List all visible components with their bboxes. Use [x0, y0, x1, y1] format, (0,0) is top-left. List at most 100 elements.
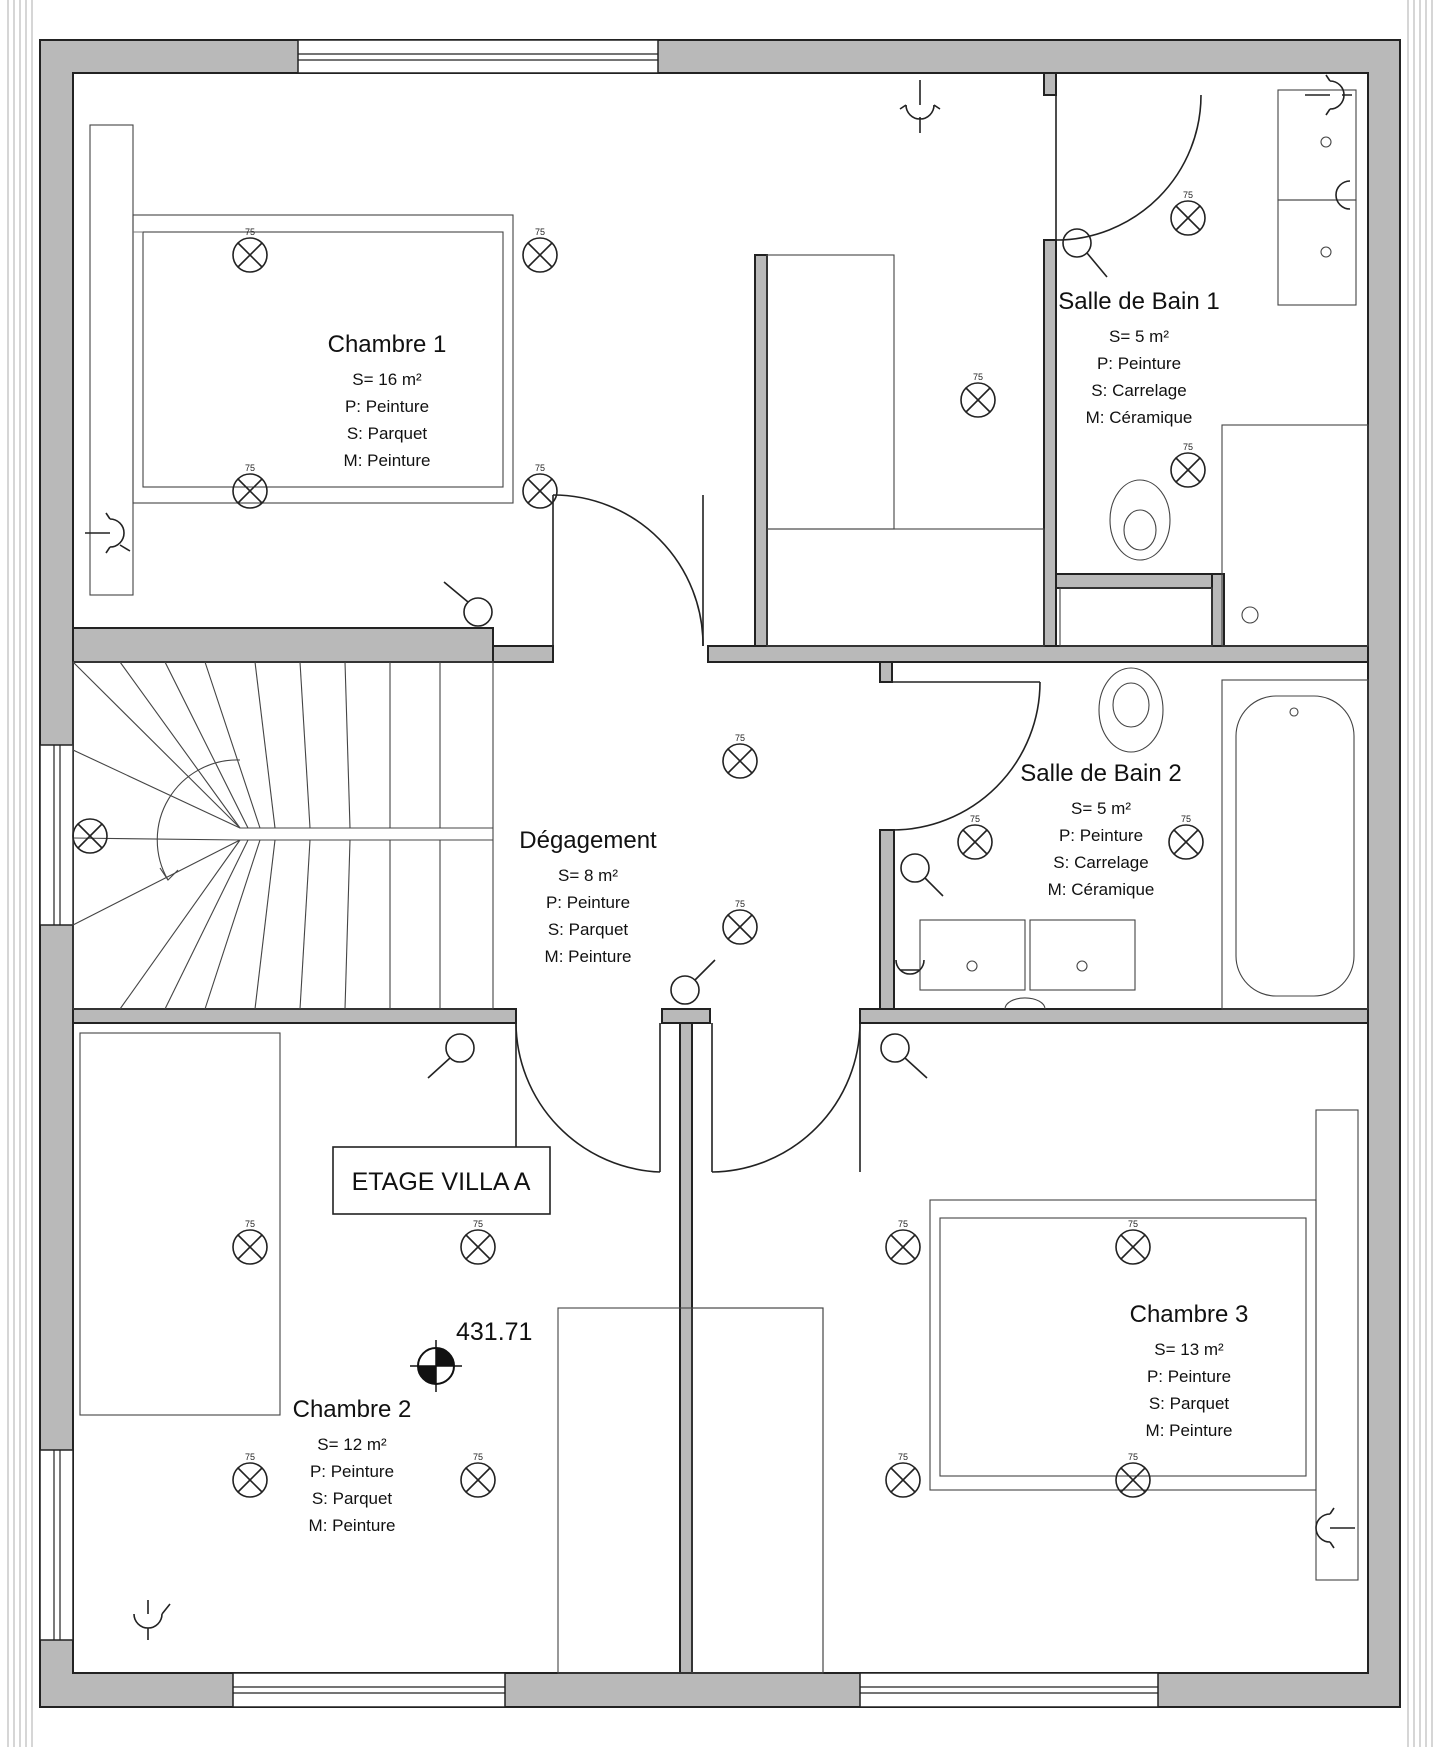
light-switch	[900, 853, 944, 897]
svg-text:M: Peinture: M: Peinture	[309, 1516, 396, 1535]
room-label-salle-de-bain-2: Salle de Bain 2 S= 5 m² P: Peinture S: C…	[1020, 760, 1181, 899]
elevation-marker	[410, 1340, 462, 1392]
light-fixture: 75	[232, 1452, 268, 1498]
light-switch	[670, 959, 716, 1005]
room-label-chambre-1: Chambre 1 S= 16 m² P: Peinture S: Parque…	[328, 331, 447, 470]
room-label-degagement: Dégagement S= 8 m² P: Peinture S: Parque…	[519, 827, 657, 966]
light-switch	[427, 1033, 475, 1079]
svg-text:75: 75	[245, 463, 255, 473]
svg-text:75: 75	[973, 372, 983, 382]
light-fixture	[72, 818, 108, 854]
light-fixture: 75	[1115, 1219, 1151, 1265]
svg-text:75: 75	[1128, 1219, 1138, 1229]
light-fixture: 75	[460, 1219, 496, 1265]
light-fixture: 75	[522, 463, 558, 509]
svg-text:75: 75	[535, 463, 545, 473]
power-outlet	[1335, 180, 1351, 210]
windows	[39, 39, 1159, 1708]
light-fixture: 75	[1170, 190, 1206, 236]
svg-text:S= 13 m²: S= 13 m²	[1154, 1340, 1224, 1359]
furniture-sdb1	[1059, 89, 1369, 647]
light-switch	[880, 1033, 928, 1079]
svg-text:Dégagement: Dégagement	[519, 827, 657, 854]
room-label-chambre-3: Chambre 3 S= 13 m² P: Peinture S: Parque…	[1130, 1301, 1249, 1440]
svg-text:Chambre 3: Chambre 3	[1130, 1301, 1249, 1328]
power-outlet	[85, 512, 131, 554]
room-label-chambre-2: Chambre 2 S= 12 m² P: Peinture S: Parque…	[293, 1396, 412, 1535]
svg-text:Salle de Bain 1: Salle de Bain 1	[1058, 288, 1219, 315]
svg-text:S= 8 m²: S= 8 m²	[558, 866, 618, 885]
svg-text:S= 12 m²: S= 12 m²	[317, 1435, 387, 1454]
svg-text:P: Peinture: P: Peinture	[345, 397, 429, 416]
svg-text:M: Céramique: M: Céramique	[1086, 408, 1193, 427]
svg-text:75: 75	[735, 899, 745, 909]
svg-text:75: 75	[1183, 190, 1193, 200]
light-fixture: 75	[885, 1219, 921, 1265]
elevation-value: 431.71	[456, 1318, 532, 1346]
furniture-chambre-1	[89, 124, 514, 596]
svg-text:S: Parquet: S: Parquet	[347, 424, 428, 443]
staircase	[72, 661, 494, 1010]
svg-text:M: Peinture: M: Peinture	[1146, 1421, 1233, 1440]
svg-text:M: Peinture: M: Peinture	[344, 451, 431, 470]
light-switch	[443, 581, 493, 627]
svg-text:S: Parquet: S: Parquet	[548, 920, 629, 939]
light-fixture: 75	[232, 463, 268, 509]
svg-text:75: 75	[245, 227, 255, 237]
furniture-sdb2	[919, 667, 1369, 1010]
light-fixture: 75	[522, 227, 558, 273]
svg-text:75: 75	[245, 1452, 255, 1462]
svg-text:75: 75	[473, 1219, 483, 1229]
svg-text:75: 75	[735, 733, 745, 743]
svg-text:75: 75	[245, 1219, 255, 1229]
svg-text:P: Peinture: P: Peinture	[1147, 1367, 1231, 1386]
svg-text:75: 75	[898, 1219, 908, 1229]
power-outlet	[1305, 74, 1352, 116]
svg-text:75: 75	[898, 1452, 908, 1462]
svg-text:75: 75	[1183, 442, 1193, 452]
svg-text:75: 75	[535, 227, 545, 237]
facade-hatching	[7, 0, 1433, 1747]
svg-text:Chambre 2: Chambre 2	[293, 1396, 412, 1423]
power-outlet	[1315, 1507, 1355, 1549]
light-fixture: 75	[885, 1452, 921, 1498]
svg-text:75: 75	[1181, 814, 1191, 824]
furniture-closet-degagement	[766, 254, 1045, 647]
svg-text:P: Peinture: P: Peinture	[546, 893, 630, 912]
light-fixture: 75	[960, 372, 996, 418]
svg-text:S: Carrelage: S: Carrelage	[1053, 853, 1148, 872]
svg-text:75: 75	[1128, 1452, 1138, 1462]
light-fixture: 75	[1115, 1452, 1151, 1498]
svg-text:P: Peinture: P: Peinture	[310, 1462, 394, 1481]
svg-text:S= 5 m²: S= 5 m²	[1071, 799, 1131, 818]
svg-text:M: Céramique: M: Céramique	[1048, 880, 1155, 899]
svg-text:Salle de Bain 2: Salle de Bain 2	[1020, 760, 1181, 787]
light-fixture: 75	[722, 733, 758, 779]
svg-text:75: 75	[970, 814, 980, 824]
svg-text:S= 5 m²: S= 5 m²	[1109, 327, 1169, 346]
exterior-wall	[39, 39, 1401, 1708]
svg-text:S= 16 m²: S= 16 m²	[352, 370, 422, 389]
light-fixture: 75	[722, 899, 758, 945]
furniture-chambre-3	[929, 1109, 1359, 1581]
svg-text:S: Parquet: S: Parquet	[1149, 1394, 1230, 1413]
light-fixture: 75	[232, 1219, 268, 1265]
svg-text:P: Peinture: P: Peinture	[1097, 354, 1181, 373]
power-outlet	[895, 959, 925, 975]
svg-text:S: Carrelage: S: Carrelage	[1091, 381, 1186, 400]
light-fixture: 75	[460, 1452, 496, 1498]
svg-text:Chambre 1: Chambre 1	[328, 331, 447, 358]
power-outlet	[899, 80, 941, 133]
light-fixture: 75	[1168, 814, 1204, 860]
plan-title: ETAGE VILLA A	[352, 1168, 531, 1196]
light-fixture: 75	[957, 814, 993, 860]
svg-text:75: 75	[473, 1452, 483, 1462]
plan-title-box	[332, 1146, 551, 1215]
light-switch	[1062, 228, 1108, 278]
light-fixture: 75	[232, 227, 268, 273]
room-label-salle-de-bain-1: Salle de Bain 1 S= 5 m² P: Peinture S: C…	[1058, 288, 1219, 427]
interior-walls	[72, 72, 1369, 1674]
svg-text:S: Parquet: S: Parquet	[312, 1489, 393, 1508]
power-outlet	[133, 1600, 171, 1640]
